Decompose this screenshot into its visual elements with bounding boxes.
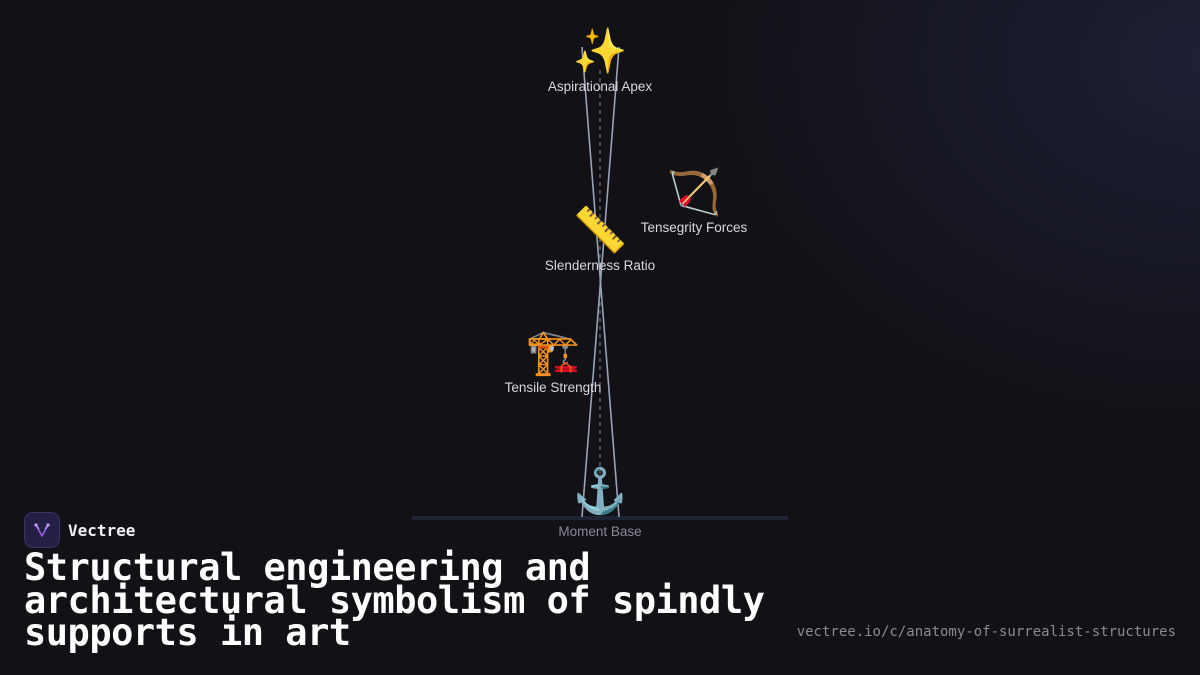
node-slenderness-ratio: 📏 Slenderness Ratio xyxy=(520,206,680,274)
node-label: Slenderness Ratio xyxy=(544,258,656,273)
bow-and-arrow-icon: 🏹 xyxy=(666,168,722,217)
node-aspirational-apex: ✨ Aspirational Apex xyxy=(520,27,680,95)
node-moment-base: ⚓ xyxy=(520,468,680,516)
moment-base-label: Moment Base xyxy=(558,524,642,539)
brand-name: Vectree xyxy=(68,520,136,540)
anchor-icon: ⚓ xyxy=(572,467,628,516)
ruler-icon: 📏 xyxy=(572,206,628,255)
node-label: Tensegrity Forces xyxy=(640,220,748,235)
page-title: Structural engineering and architectural… xyxy=(24,546,765,654)
node-label: Aspirational Apex xyxy=(547,79,653,94)
crane-icon: 🏗️ xyxy=(525,328,581,377)
sparkles-icon: ✨ xyxy=(572,27,628,76)
node-tensile-strength: 🏗️ Tensile Strength xyxy=(473,328,633,396)
source-url[interactable]: vectree.io/c/anatomy-of-surrealist-struc… xyxy=(796,624,1176,640)
right-strut xyxy=(581,46,620,518)
vectree-logo-icon xyxy=(24,512,60,548)
node-tensegrity-forces: 🏹 Tensegrity Forces xyxy=(614,168,774,236)
node-label: Tensile Strength xyxy=(504,380,602,395)
brand: Vectree xyxy=(24,512,135,548)
